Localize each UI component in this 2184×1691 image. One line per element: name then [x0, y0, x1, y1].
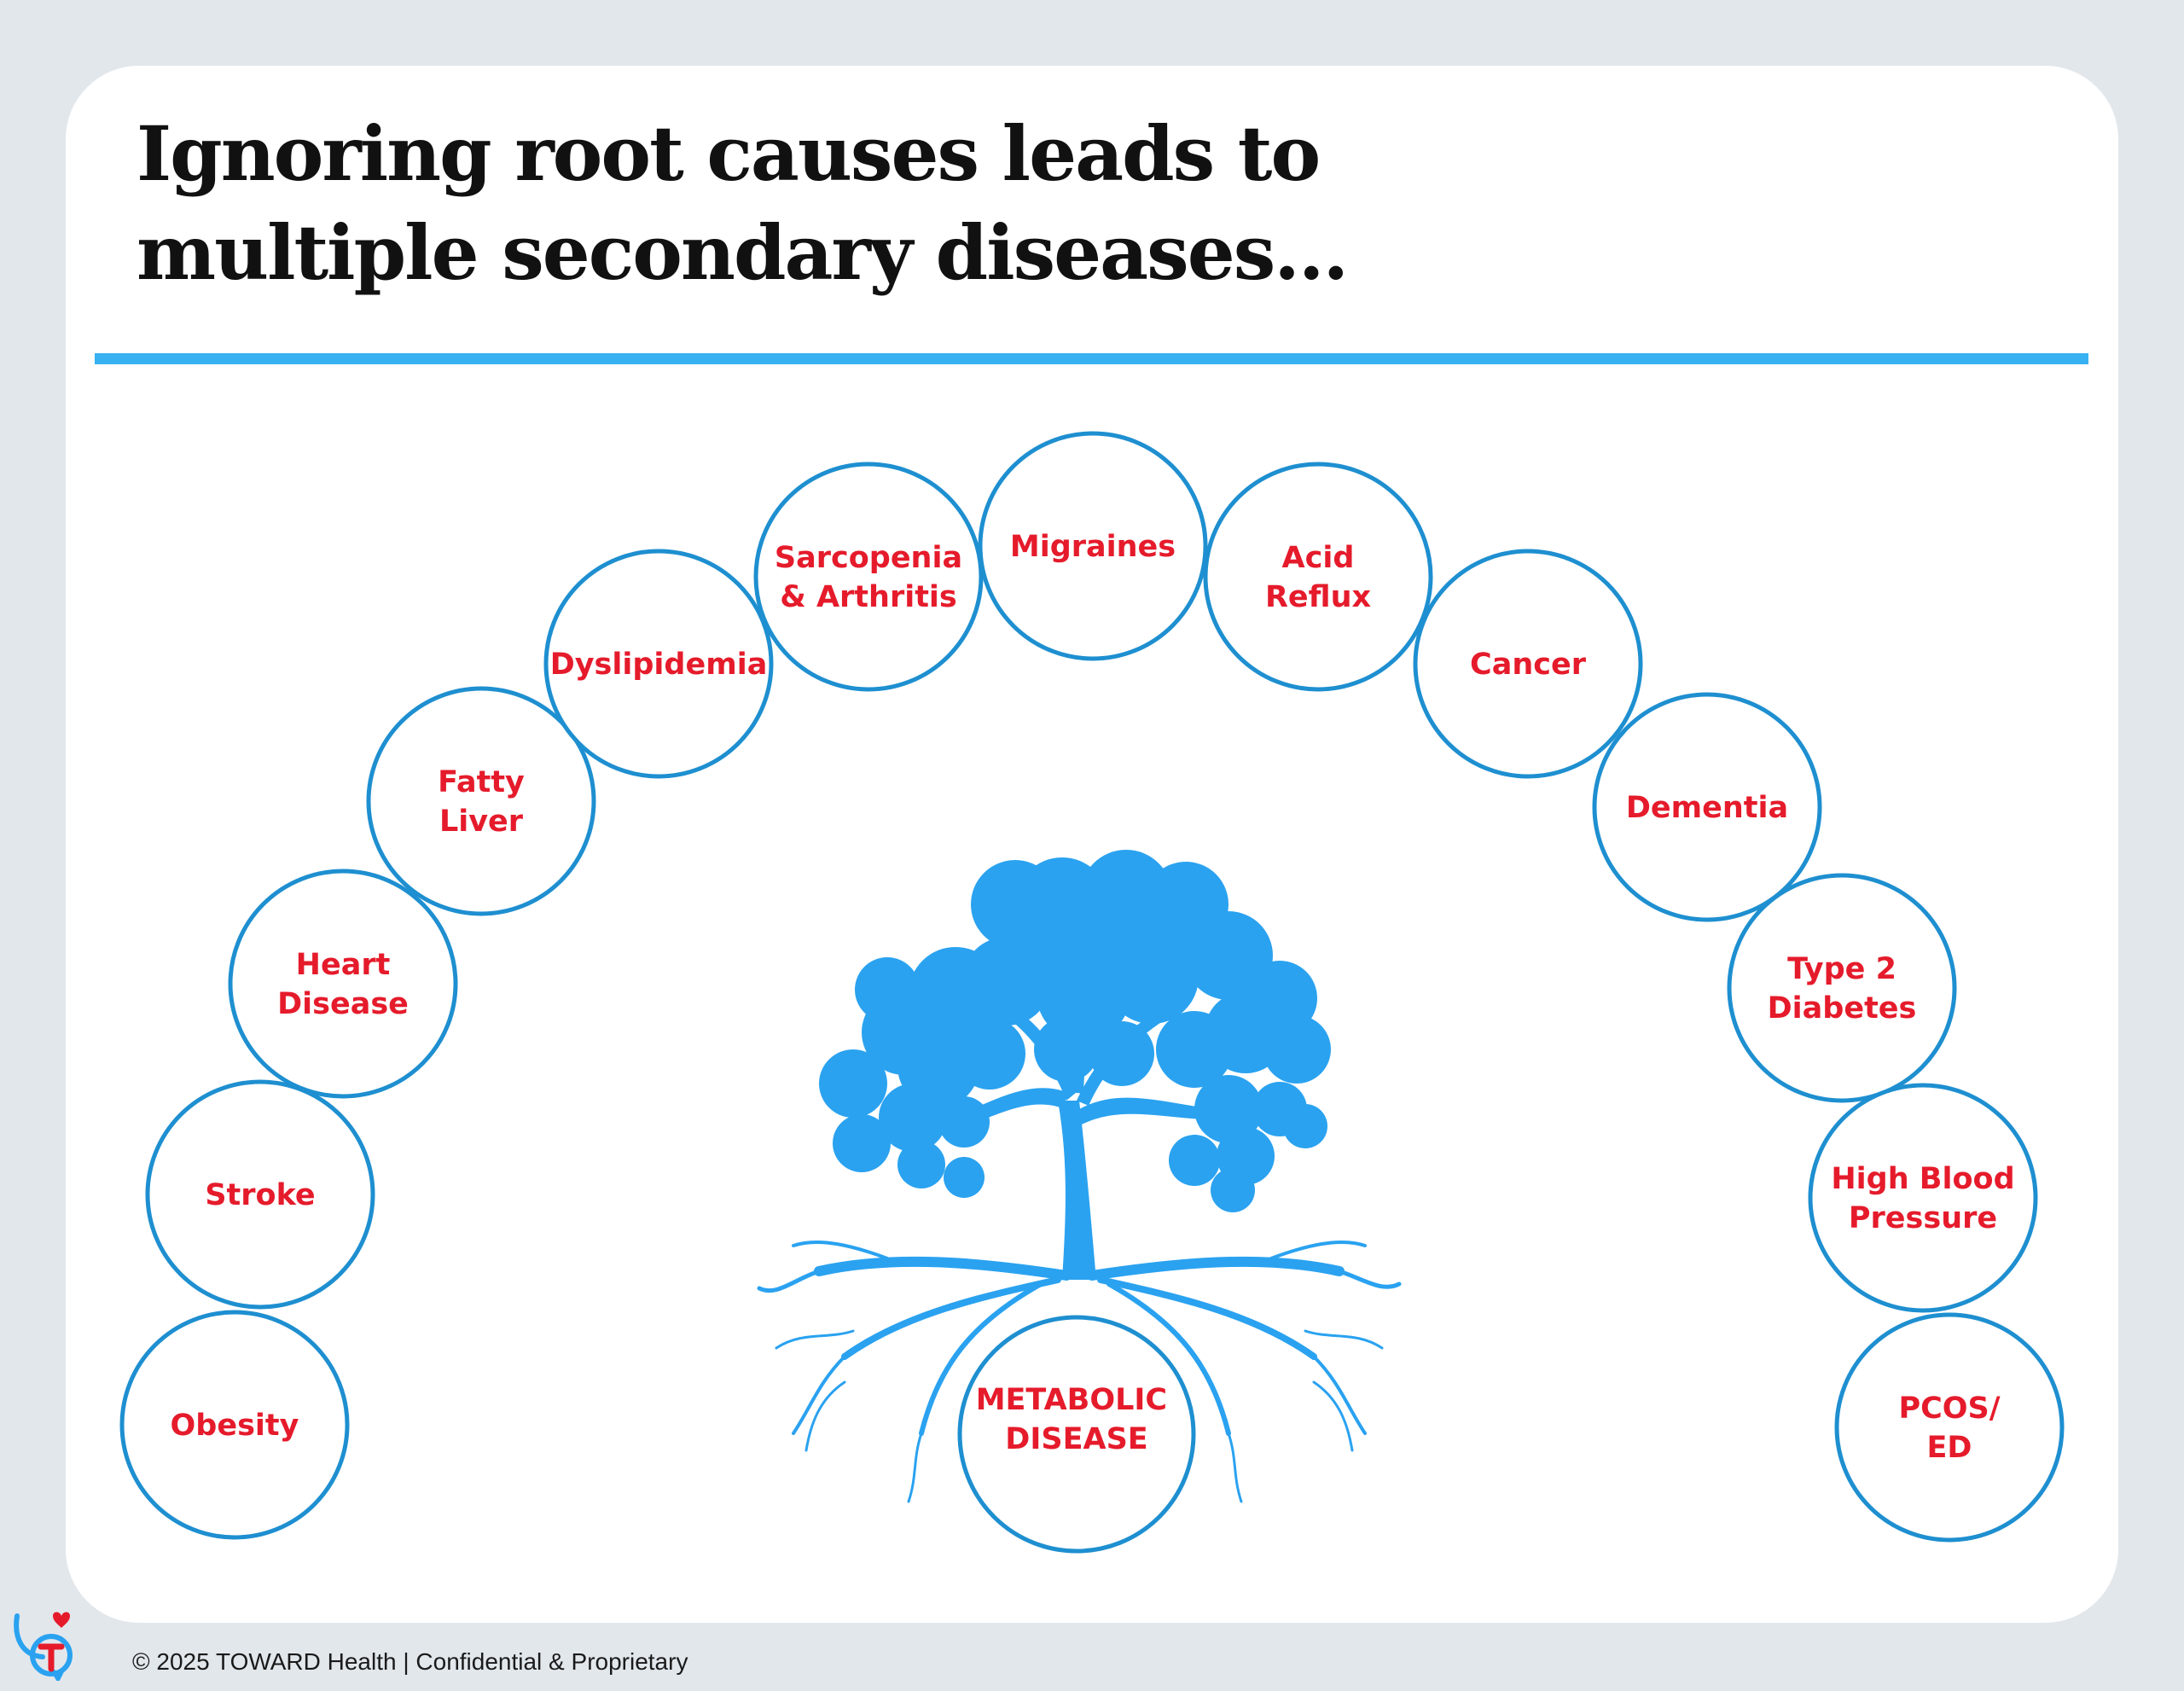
- node-label: Sarcopenia & Arthritis: [775, 541, 962, 614]
- node-label-line: Stroke: [205, 1178, 315, 1212]
- node-circle: [1413, 549, 1643, 779]
- tree-roots: [757, 1240, 1402, 1503]
- root-circle: [957, 1315, 1196, 1554]
- slide-title: Ignoring root causes leads to multiple s…: [136, 104, 1349, 302]
- node-label: Stroke: [205, 1178, 315, 1212]
- node-label: Cancer: [1470, 648, 1587, 682]
- node-obesity: Obesity: [119, 1310, 350, 1540]
- node-label: Migraines: [1010, 530, 1176, 564]
- root-label: METABOLIC DISEASE: [976, 1383, 1178, 1456]
- node-circle: [753, 462, 984, 692]
- node-label-line: ED: [1927, 1431, 1972, 1465]
- node-circle: [978, 431, 1208, 661]
- node-label: Obesity: [171, 1409, 299, 1443]
- node-circle: [228, 869, 458, 1099]
- node-label-line: PCOS/: [1898, 1392, 2000, 1426]
- node-circle: [543, 549, 774, 779]
- node-label: Dyslipidemia: [550, 648, 768, 682]
- node-cancer: Cancer: [1413, 549, 1643, 779]
- node-label: PCOS/ED: [1898, 1392, 2000, 1465]
- node-label-line: High Blood: [1831, 1162, 2014, 1196]
- root-node-metabolic-disease: METABOLIC DISEASE: [957, 1315, 1196, 1554]
- node-circle: [1203, 462, 1433, 692]
- toward-health-logo-icon: [14, 1612, 73, 1681]
- tree-trunk: [934, 964, 1230, 1280]
- node-label-line: Diabetes: [1768, 991, 1917, 1026]
- footer-copyright: © 2025 TOWARD Health | Confidential & Pr…: [132, 1648, 688, 1675]
- node-label: Type 2 Diabetes: [1768, 952, 1917, 1026]
- node-pcos-ed: PCOS/ED: [1834, 1312, 2065, 1543]
- node-label-line: Sarcopenia: [775, 541, 962, 575]
- node-label-line: Obesity: [171, 1409, 299, 1443]
- node-dementia: Dementia: [1592, 692, 1822, 922]
- node-label-line: Acid: [1282, 541, 1355, 575]
- node-label-line: Migraines: [1010, 530, 1176, 564]
- node-circle: [119, 1310, 350, 1540]
- node-label-line: Fatty: [438, 765, 525, 799]
- node-migraines: Migraines: [978, 431, 1208, 661]
- node-stroke: Stroke: [145, 1079, 375, 1310]
- root-label-line-2: DISEASE: [1005, 1422, 1147, 1456]
- node-circle: [1808, 1083, 2038, 1313]
- node-label-line: Dyslipidemia: [550, 648, 768, 682]
- node-label-line: Heart: [296, 948, 391, 982]
- node-label-line: Pressure: [1849, 1201, 1997, 1235]
- node-label-line: & Arthritis: [780, 580, 957, 614]
- node-label-line: Reflux: [1265, 580, 1372, 614]
- node-dyslipidemia: Dyslipidemia: [543, 549, 774, 779]
- node-label-line: Dementia: [1626, 791, 1788, 825]
- node-circle: [1727, 873, 1957, 1103]
- node-circle: [1834, 1312, 2065, 1543]
- node-label-line: Cancer: [1470, 648, 1587, 682]
- title-line-1: Ignoring root causes leads to: [136, 109, 1321, 198]
- node-type-2-diabetes: Type 2 Diabetes: [1727, 873, 1957, 1103]
- node-circle: [1592, 692, 1822, 922]
- node-label-line: Type 2: [1787, 952, 1896, 986]
- node-sarcopenia-arthritis: Sarcopenia & Arthritis: [753, 462, 984, 692]
- tree-canopy: [819, 850, 1331, 1212]
- node-label-line: Disease: [277, 987, 409, 1021]
- tree-icon: [757, 850, 1402, 1503]
- node-label: Dementia: [1626, 791, 1788, 825]
- node-circle: [366, 686, 596, 916]
- root-label-line-1: METABOLIC: [976, 1383, 1167, 1417]
- node-label-line: Liver: [439, 805, 524, 839]
- node-circle: [145, 1079, 375, 1310]
- title-divider: [95, 353, 2088, 364]
- title-line-2: multiple secondary diseases...: [136, 208, 1349, 297]
